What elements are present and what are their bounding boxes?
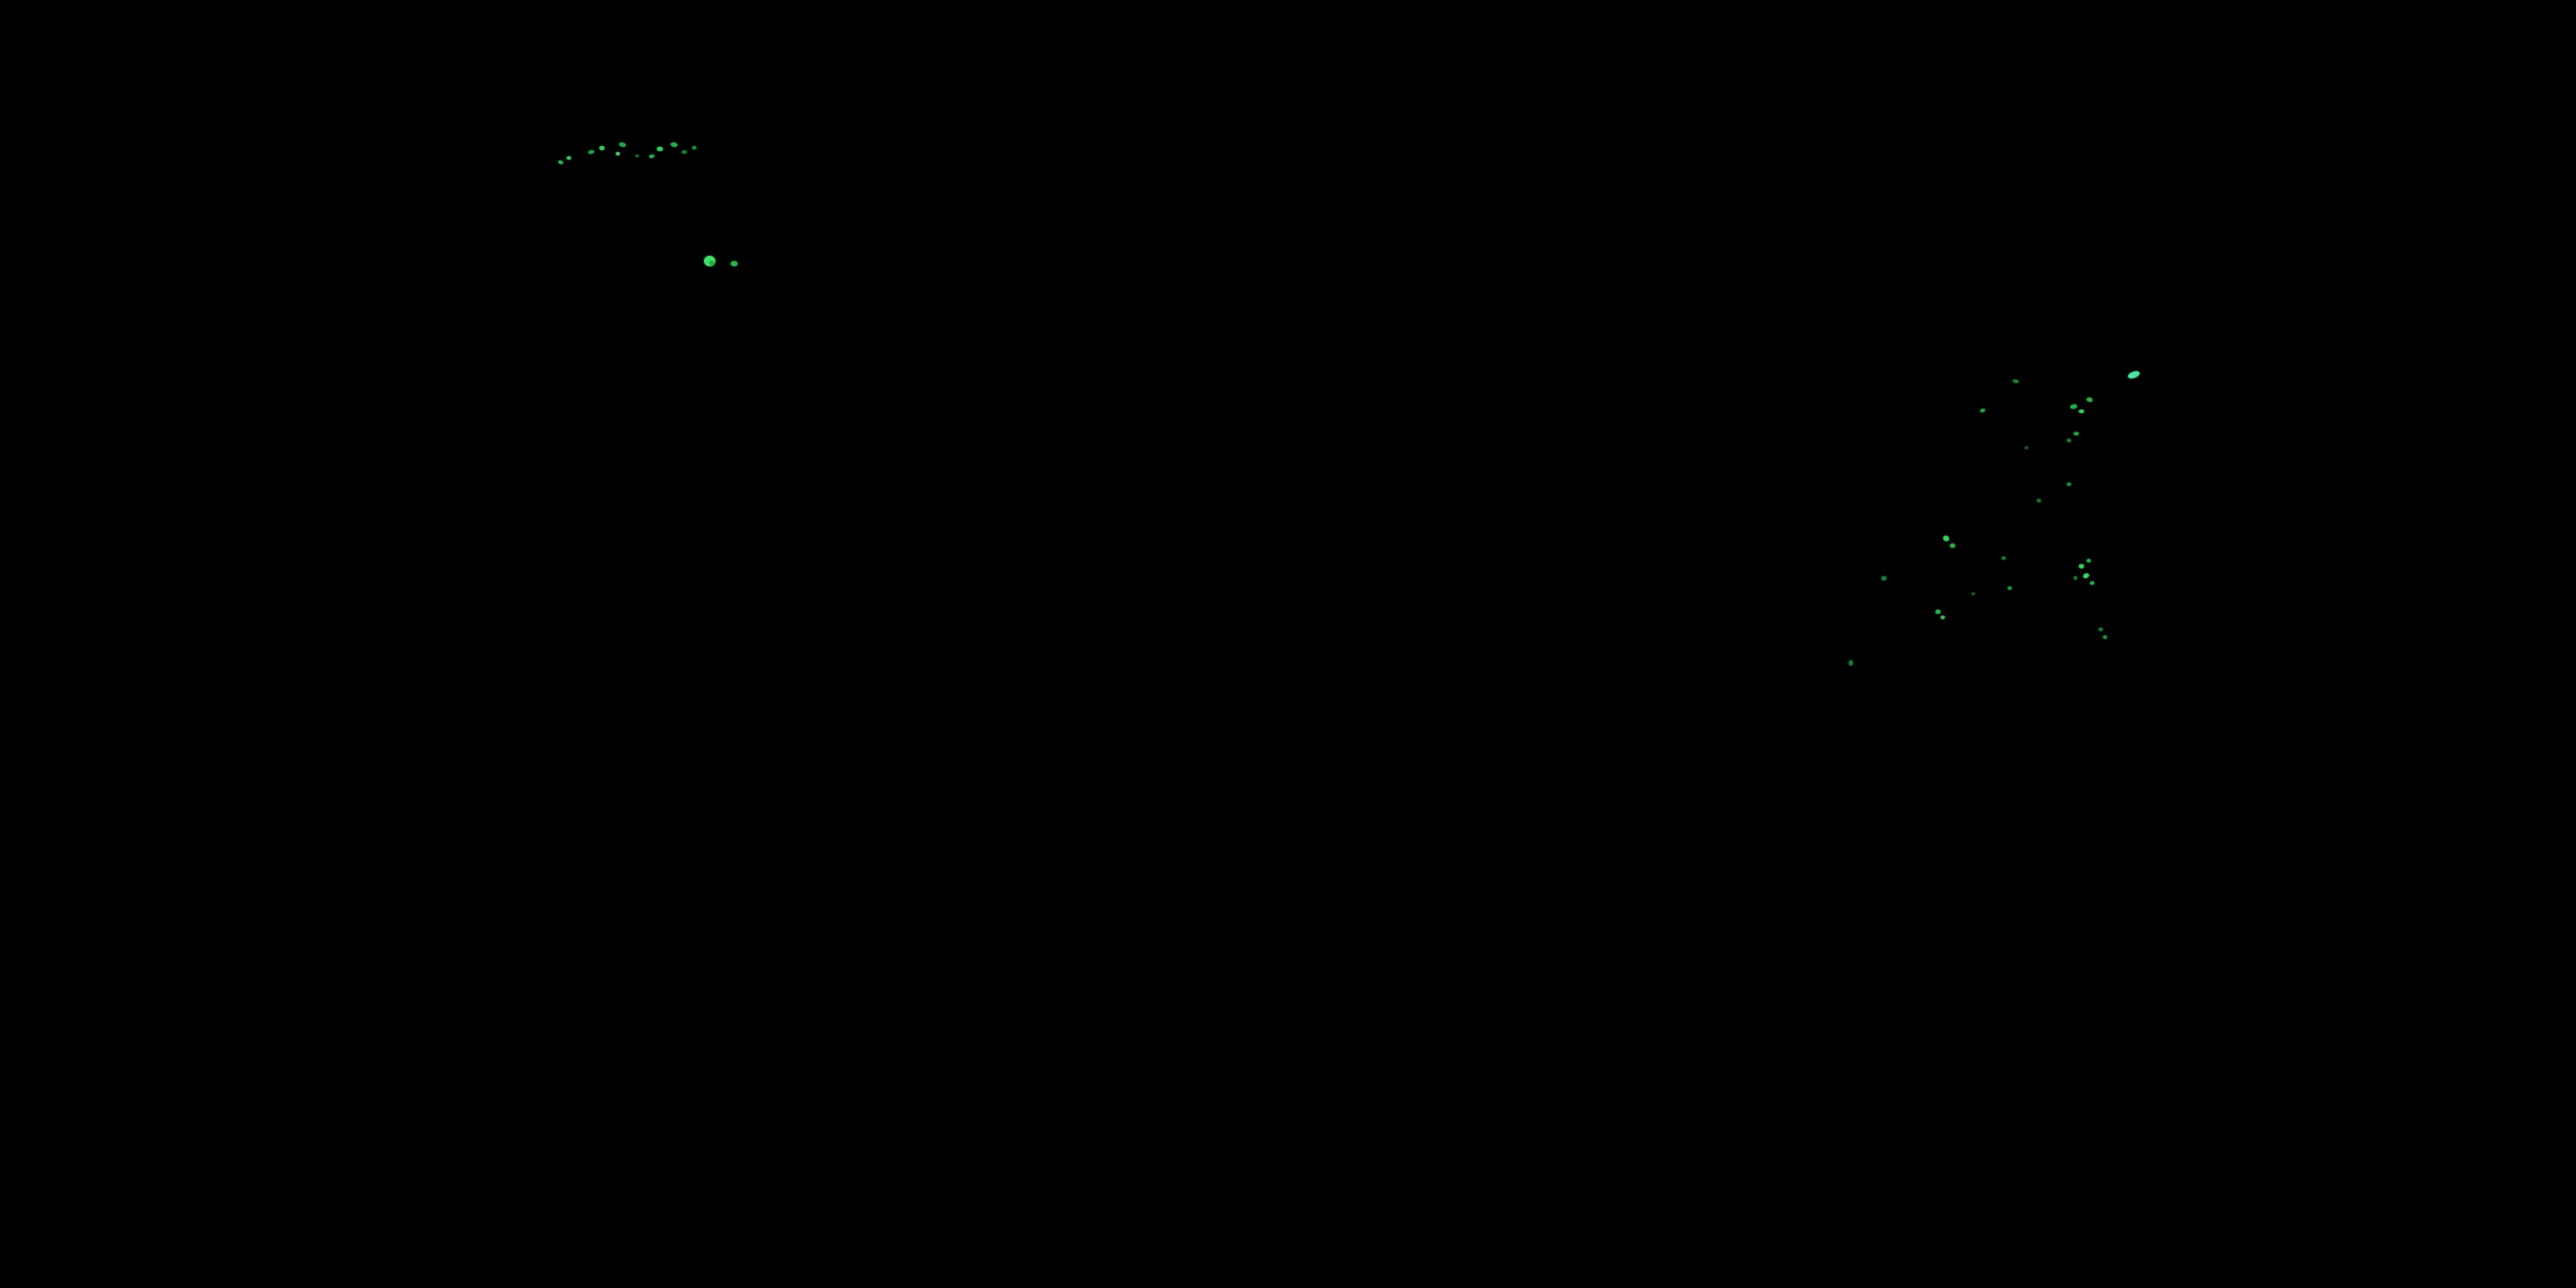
green-speck — [635, 155, 639, 157]
green-speck — [2079, 410, 2084, 413]
green-speck — [709, 261, 714, 265]
green-speck — [1971, 592, 1975, 595]
green-speck — [670, 142, 678, 148]
green-speck — [2074, 432, 2079, 435]
green-speck — [1979, 408, 1986, 413]
green-speck — [2067, 483, 2071, 486]
green-speck — [2103, 635, 2107, 639]
green-speck — [2012, 379, 2020, 384]
green-speck — [2025, 447, 2028, 449]
green-speck — [1881, 576, 1886, 580]
green-speck — [648, 154, 655, 159]
green-speck — [2127, 369, 2141, 380]
green-speck — [557, 160, 564, 165]
green-speck — [616, 152, 620, 155]
green-speck — [1935, 610, 1941, 614]
green-speck — [618, 142, 627, 148]
green-speck — [1849, 660, 1853, 665]
green-speck — [2079, 564, 2084, 568]
green-speck — [2090, 581, 2094, 585]
green-speck — [2002, 556, 2006, 560]
green-speck — [2067, 439, 2071, 442]
green-speck — [1941, 534, 1951, 543]
green-speck — [2087, 559, 2091, 562]
green-speck — [599, 146, 605, 150]
green-speck — [731, 261, 738, 266]
green-speck — [2099, 628, 2103, 631]
green-speck — [2037, 499, 2041, 502]
green-speck — [1950, 544, 1955, 548]
green-speck — [657, 147, 663, 151]
green-speck — [2086, 397, 2093, 403]
green-speck — [2069, 404, 2078, 410]
green-speck — [692, 146, 696, 149]
green-speck — [1941, 616, 1945, 619]
green-speck — [2008, 586, 2012, 590]
green-speck — [2082, 572, 2090, 580]
green-speck — [682, 150, 687, 154]
green-speck — [567, 156, 571, 160]
green-speck — [587, 149, 595, 155]
green-speck — [2074, 576, 2077, 580]
